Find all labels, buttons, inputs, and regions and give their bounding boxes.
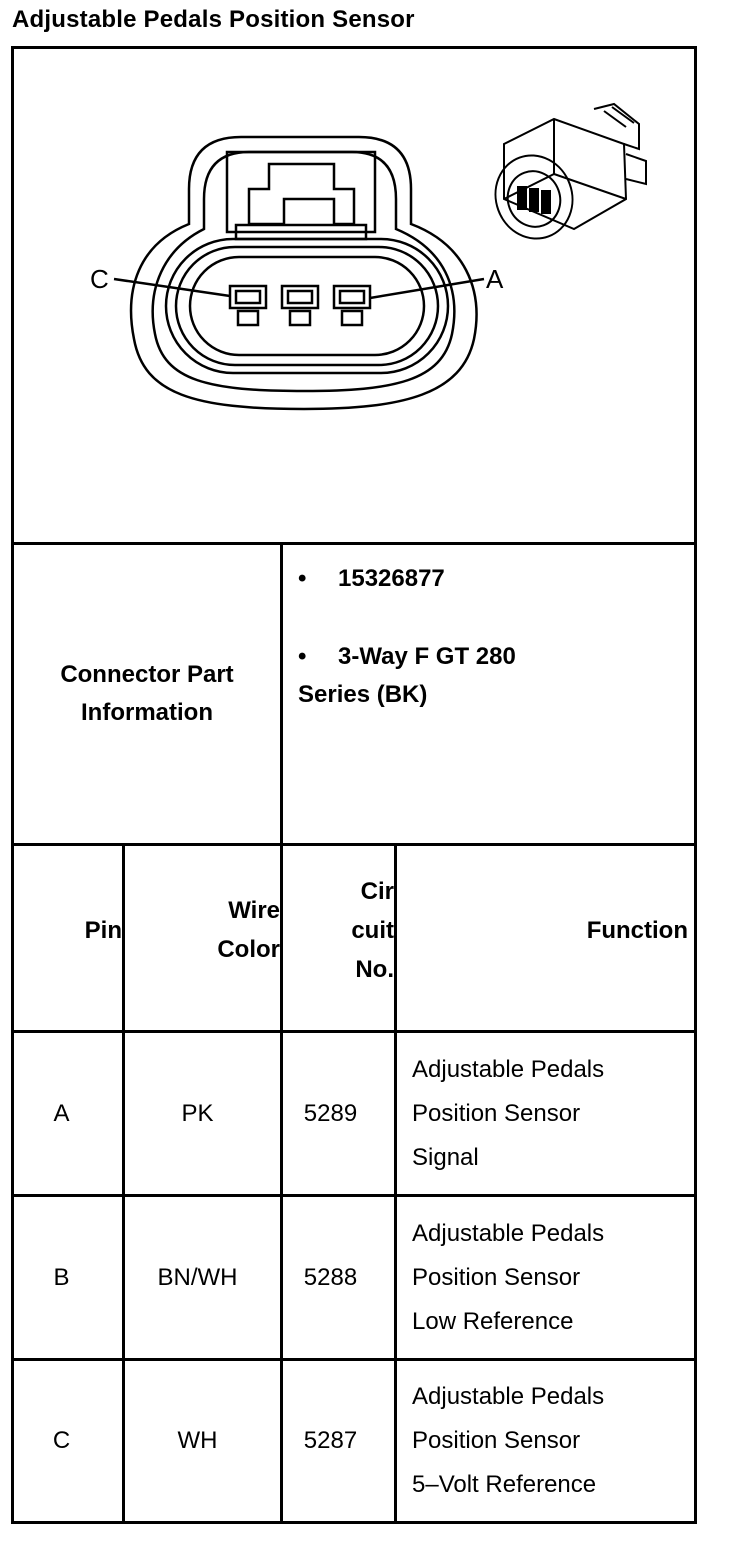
page-title: Adjustable Pedals Position Sensor <box>12 6 415 33</box>
row-c-pin: C <box>52 1427 71 1454</box>
row-a-function-line2: Position Sensor <box>412 1099 581 1127</box>
row-c-circuit: 5287 <box>303 1427 358 1454</box>
header-function-label: Function <box>586 916 688 944</box>
row-c-function-line2: Position Sensor <box>412 1427 581 1454</box>
row-b-function-line2: Position Sensor <box>412 1263 581 1291</box>
connector-label-line1: Connector Part <box>60 661 234 688</box>
divider-diagram-bottom <box>11 542 697 545</box>
row-c-wire: WH <box>177 1427 218 1454</box>
divider-col-pin <box>122 843 125 1524</box>
part-description-item: • 3-Way F GT 280 <box>298 638 688 676</box>
terminal-c-inner <box>234 289 262 305</box>
part-description-line2: Series (BK) <box>298 681 428 708</box>
row-c-function-line3: 5–Volt Reference <box>412 1471 597 1498</box>
pin-label-a: A <box>486 264 504 294</box>
leader-line-a <box>369 277 485 300</box>
terminal-b-lock <box>288 309 312 327</box>
header-wire-line2: Color <box>217 936 280 963</box>
header-circuit: Cir cuit No. <box>283 846 394 1030</box>
connector-label-line2: Information <box>81 699 213 726</box>
row-b-function: Adjustable Pedals Position Sensor Low Re… <box>412 1197 688 1358</box>
terminal-a-inner <box>338 289 366 305</box>
divider-row-a-bottom <box>11 1194 697 1197</box>
pin-label-c: C <box>90 264 109 294</box>
seal-ring-inner <box>188 255 426 357</box>
connector-part-details: • 15326877 • 3-Way F GT 280 Series (BK) <box>298 560 688 840</box>
divider-header-bottom <box>11 1030 697 1033</box>
row-a-function: Adjustable Pedals Position Sensor Signal <box>412 1033 688 1194</box>
latch-tab <box>247 162 356 226</box>
divider-row-b-bottom <box>11 1358 697 1361</box>
bullet-icon: • <box>298 643 307 670</box>
header-wire-line1: Wire <box>228 897 280 924</box>
header-pin-label: Pin <box>84 916 122 944</box>
header-circuit-line1: Cir <box>360 877 394 905</box>
connector-housing-outline <box>129 135 478 411</box>
divider-col-circuit <box>394 843 397 1524</box>
divider-partinfo-vertical <box>280 542 283 846</box>
header-function: Function <box>397 846 688 1030</box>
terminal-b-inner <box>286 289 314 305</box>
header-wire-color: Wire Color <box>125 846 280 1030</box>
row-a-function-line3: Signal <box>412 1143 479 1171</box>
connector-iso-view <box>494 102 647 240</box>
header-circuit-line2: cuit <box>351 916 394 944</box>
connector-table-frame <box>11 46 697 1524</box>
row-a-circuit: 5289 <box>303 1099 358 1127</box>
bullet-icon: • <box>298 565 307 592</box>
row-a-pin: A <box>53 1099 70 1127</box>
row-c-function-line1: Adjustable Pedals <box>412 1383 605 1410</box>
row-b-circuit: 5288 <box>303 1263 358 1291</box>
terminal-a-lock <box>340 309 364 327</box>
divider-col-wire <box>280 843 283 1524</box>
header-pin: Pin <box>14 846 122 1030</box>
row-c-function: Adjustable Pedals Position Sensor 5–Volt… <box>412 1361 688 1521</box>
row-a-function-line1: Adjustable Pedals <box>412 1055 605 1083</box>
connector-face-diagram: C A <box>90 102 647 411</box>
row-b-function-line3: Low Reference <box>412 1307 574 1335</box>
seal-ring-middle <box>174 245 440 367</box>
part-number: 15326877 <box>338 565 445 592</box>
seal-ring-outer <box>164 237 450 375</box>
header-circuit-line3: No. <box>355 955 394 983</box>
terminal-c-lock <box>236 309 260 327</box>
part-description-line1: 3-Way F GT 280 <box>338 643 516 670</box>
divider-partinfo-bottom <box>11 843 697 846</box>
part-number-item: • 15326877 <box>298 560 688 598</box>
terminal-b-outer <box>280 284 320 310</box>
row-b-wire: BN/WH <box>157 1263 238 1291</box>
latch-outline <box>225 150 377 234</box>
leader-line-c <box>113 277 231 298</box>
row-a-wire: PK <box>181 1099 214 1127</box>
connector-part-info-label: Connector Part Information <box>14 545 280 843</box>
row-b-function-line1: Adjustable Pedals <box>412 1219 605 1247</box>
terminal-c-outer <box>228 284 268 310</box>
row-b-pin: B <box>53 1263 70 1291</box>
